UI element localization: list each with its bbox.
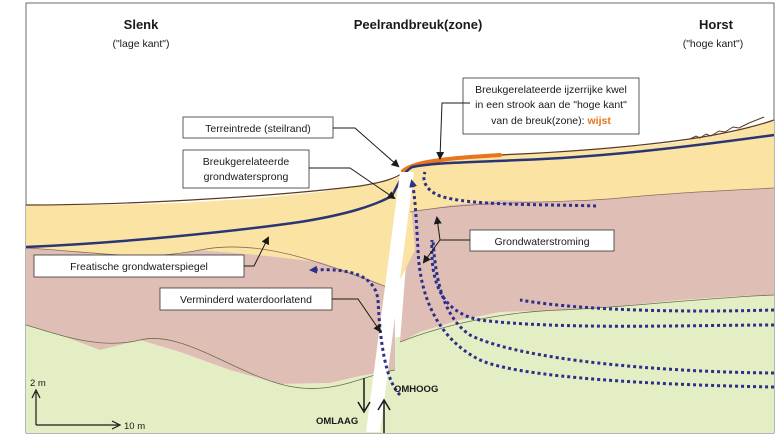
center-title: Peelrandbreuk(zone) bbox=[354, 17, 483, 32]
kwel-line-1: Breukgerelateerde ijzerrijke kwel bbox=[475, 84, 627, 96]
kwel-line-3: van de breuk(zone): wijst bbox=[491, 115, 611, 127]
right-title: Horst bbox=[699, 17, 734, 32]
verminderd-label: Verminderd waterdoorlatend bbox=[180, 294, 312, 306]
fault-down-label: OMLAAG bbox=[316, 416, 358, 427]
freatisch-label: Freatische grondwaterspiegel bbox=[70, 261, 208, 273]
kwel-line-2: in een strook aan de "hoge kant" bbox=[475, 99, 627, 111]
left-title: Slenk bbox=[124, 17, 159, 32]
terreintrede-label: Terreintrede (steilrand) bbox=[205, 123, 311, 135]
vertical-scale-label: 2 m bbox=[30, 378, 46, 389]
stroming-label: Grondwaterstroming bbox=[494, 236, 589, 248]
kwel-highlight: wijst bbox=[586, 115, 611, 127]
kwel-line-3-text: van de breuk(zone): bbox=[491, 115, 587, 127]
left-subtitle: ("lage kant") bbox=[112, 38, 169, 50]
sprong-line-2: grondwatersprong bbox=[204, 171, 289, 183]
fault-up-label: OMHOOG bbox=[394, 384, 438, 395]
sprong-line-1: Breukgerelateerde bbox=[203, 156, 290, 168]
right-subtitle: ("hoge kant") bbox=[683, 38, 744, 50]
horizontal-scale-label: 10 m bbox=[124, 421, 145, 432]
